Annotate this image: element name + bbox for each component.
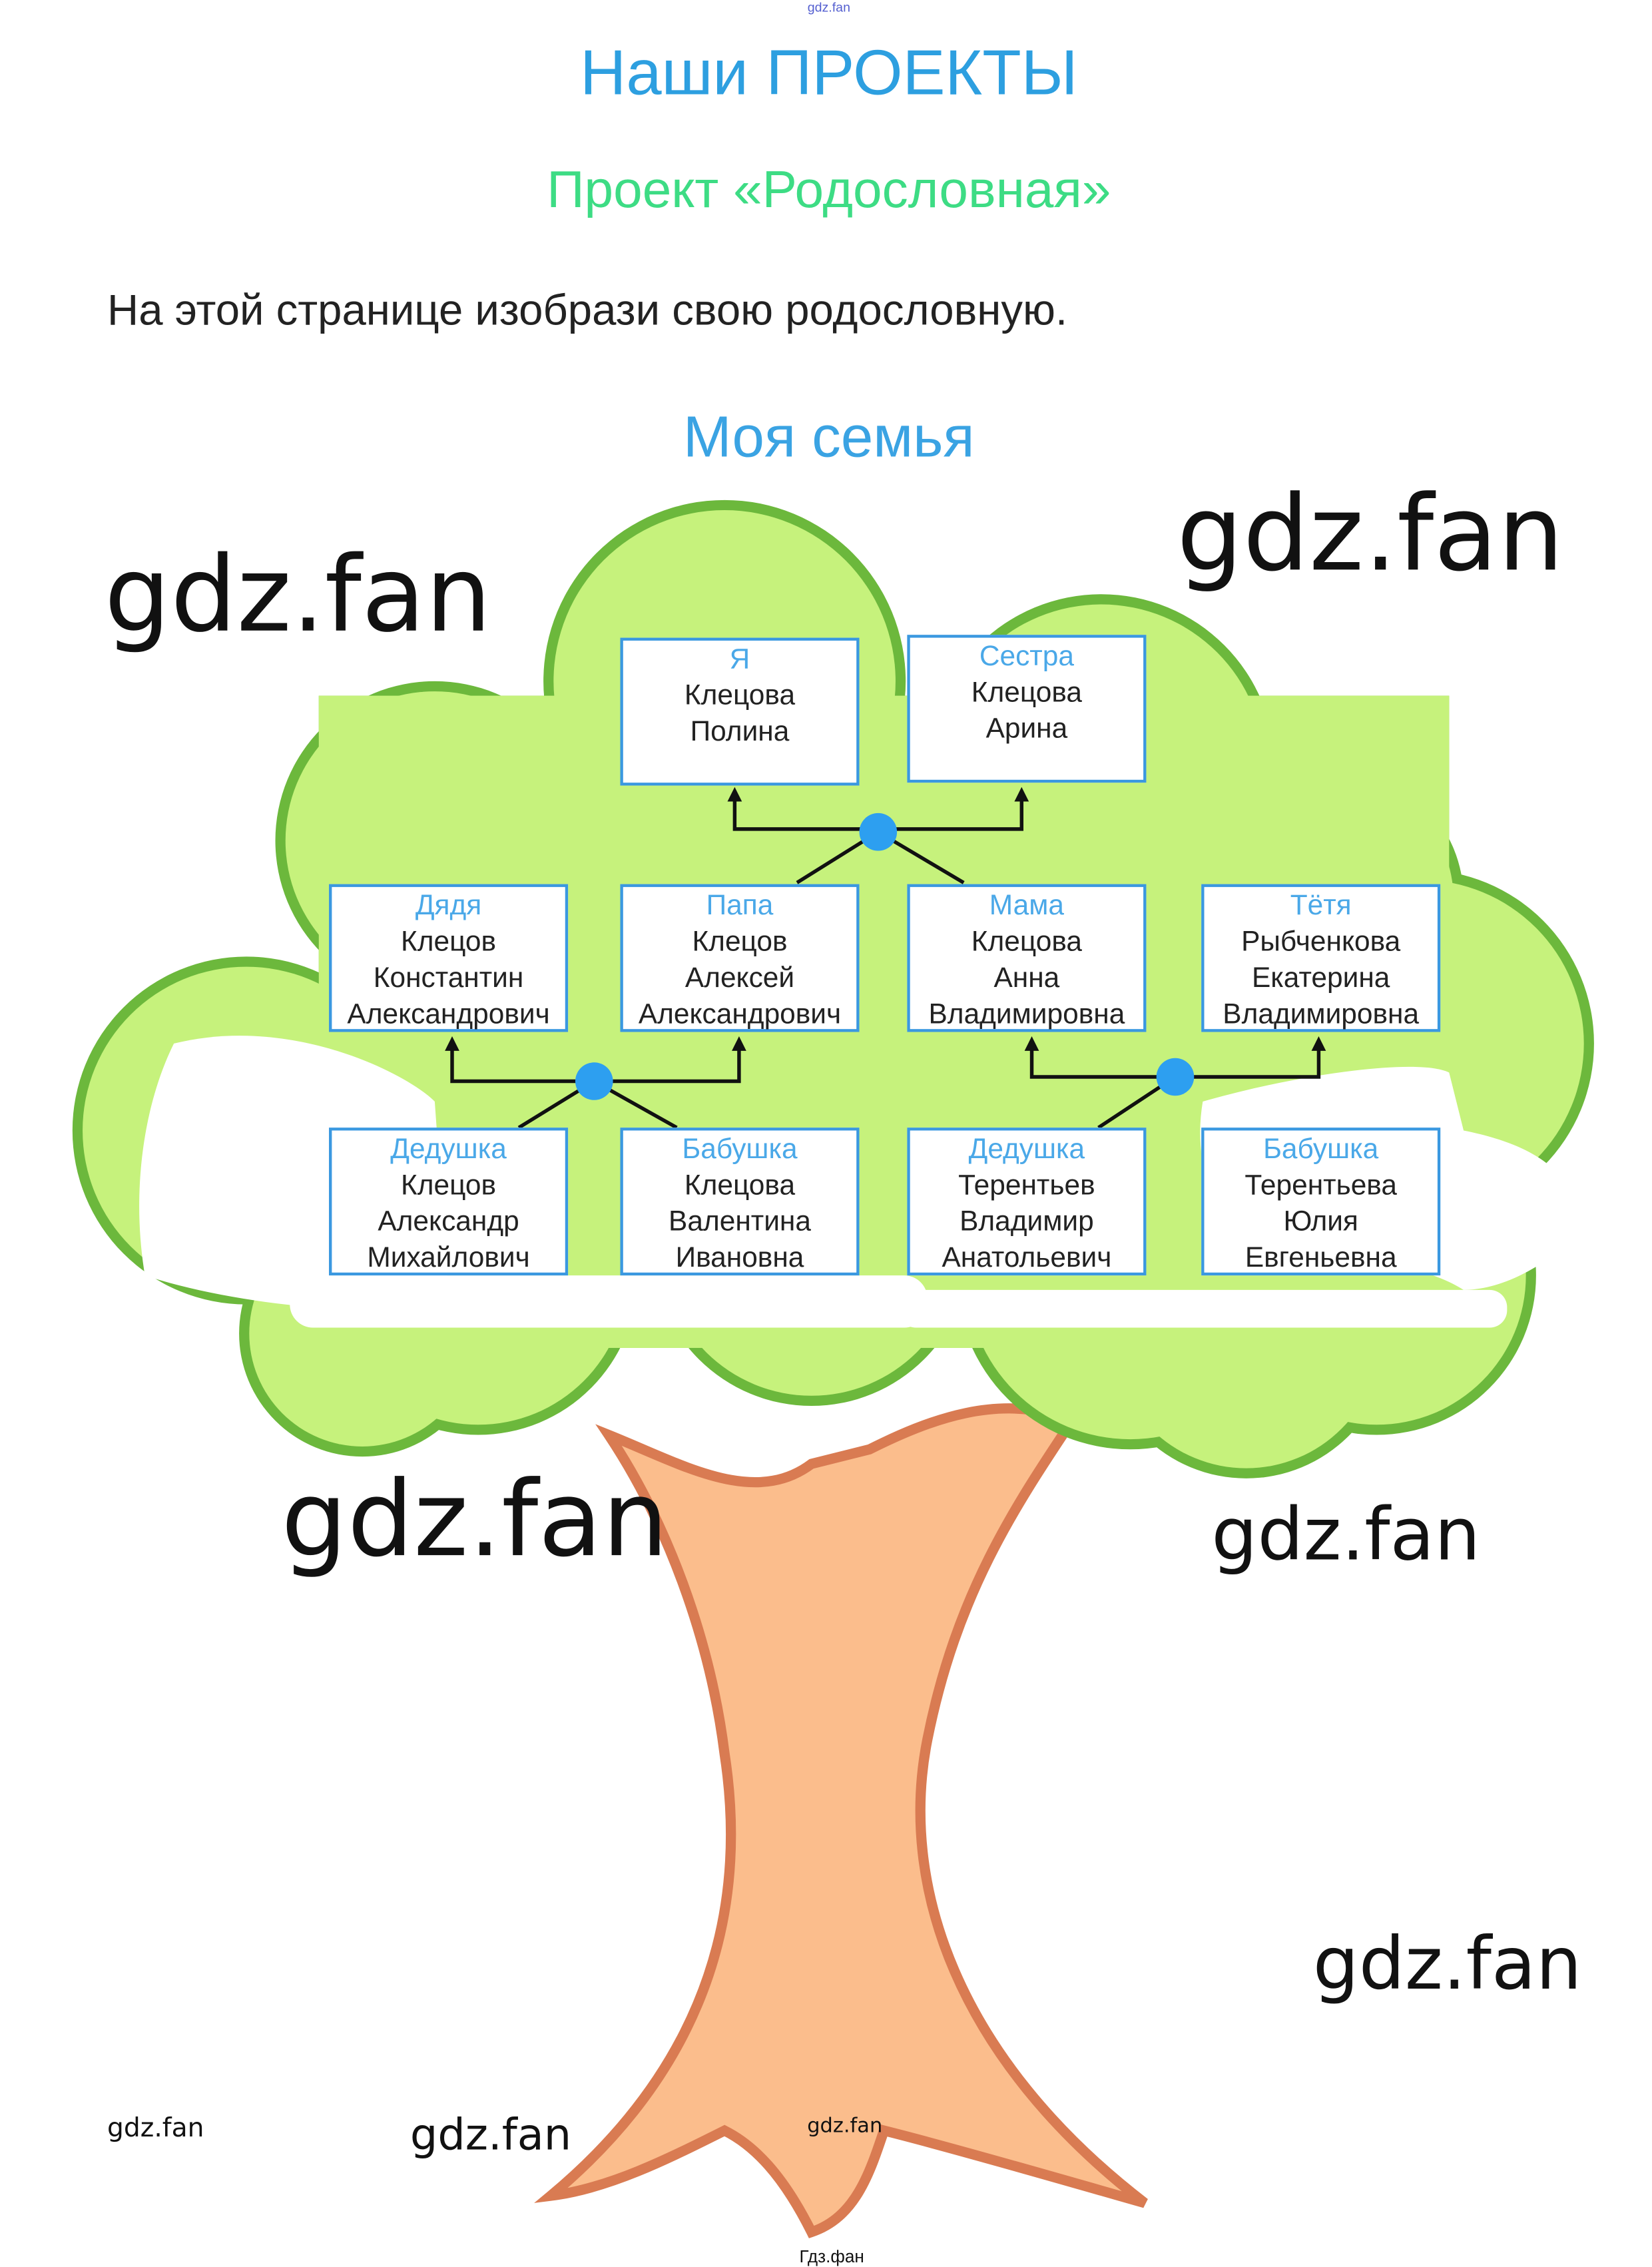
person-patronymic: Ивановна [675,1242,804,1274]
person-surname: Терентьева [1244,1169,1397,1202]
person-role: Бабушка [1263,1133,1379,1165]
person-surname: Терентьев [958,1169,1095,1202]
person-surname: Клецова [971,926,1083,958]
person-card-father: Папа Клецов Алексей Александрович [620,884,860,1032]
person-patronymic: Анатольевич [942,1242,1112,1274]
person-card-aunt: Тётя Рыбченкова Екатерина Владимировна [1201,884,1441,1032]
person-surname: Клецов [401,926,497,958]
person-card-me: Я Клецова Полина [620,637,860,786]
watermark: gdz.fan [410,2110,572,2161]
person-surname: Клецов [401,1169,497,1202]
page-title: Наши ПРОЕКТЫ [580,37,1078,109]
person-card-grandmother-paternal: Бабушка Клецова Валентина Ивановна [620,1128,860,1276]
person-name: Александр [378,1205,519,1238]
watermark: gdz.fan [107,2113,204,2144]
person-patronymic: Александрович [347,998,550,1031]
person-card-grandmother-maternal: Бабушка Терентьева Юлия Евгеньевна [1201,1128,1441,1276]
person-name: Екатерина [1251,962,1390,994]
person-patronymic: Александрович [638,998,842,1031]
watermark: gdz.fan [281,1458,669,1580]
person-role: Тётя [1290,890,1352,922]
project-subtitle: Проект «Родословная» [547,159,1111,219]
person-card-grandfather-maternal: Дедушка Терентьев Владимир Анатольевич [907,1128,1147,1276]
family-heading: Моя семья [683,406,975,470]
person-name: Валентина [669,1205,811,1238]
person-surname: Рыбченкова [1241,926,1401,958]
person-name: Юлия [1283,1205,1358,1238]
person-name: Анна [993,962,1060,994]
union-node [1156,1058,1195,1096]
person-role: Папа [706,890,774,922]
person-name: Владимир [960,1205,1094,1238]
footer-text: Гдз.фан [799,2246,864,2267]
watermark: gdz.fan [1177,472,1564,595]
person-patronymic: Владимировна [928,998,1125,1031]
person-role: Сестра [979,640,1074,673]
person-card-grandfather-paternal: Дедушка Клецов Александр Михайлович [329,1128,569,1276]
person-card-uncle: Дядя Клецов Константин Александрович [329,884,569,1032]
person-patronymic: Михайлович [367,1242,530,1274]
person-name: Алексей [685,962,795,994]
top-watermark: gdz.fan [807,0,850,15]
watermark: gdz.fan [104,533,492,655]
person-role: Бабушка [682,1133,798,1165]
person-surname: Клецова [684,1169,796,1202]
person-patronymic: Владимировна [1223,998,1420,1031]
person-card-mother: Мама Клецова Анна Владимировна [907,884,1147,1032]
person-role: Я [729,643,750,676]
person-role: Дедушка [390,1133,507,1165]
union-node [575,1062,613,1100]
person-name: Константин [373,962,524,994]
person-surname: Клецов [692,926,788,958]
person-role: Дядя [415,890,482,922]
watermark: gdz.fan [1211,1492,1481,1577]
watermark: gdz.fan [1312,1921,1582,2006]
person-patronymic: Евгеньевна [1244,1242,1397,1274]
person-name: Полина [690,716,790,748]
watermark: gdz.fan [807,2114,883,2138]
person-surname: Клецова [684,679,796,712]
person-surname: Клецова [971,677,1083,709]
person-role: Дедушка [968,1133,1085,1165]
union-node [859,812,898,851]
person-card-sister: Сестра Клецова Арина [907,635,1147,783]
person-name: Арина [985,713,1068,745]
person-role: Мама [989,890,1065,922]
instruction-text: На этой странице изобрази свою родословн… [107,286,1068,335]
